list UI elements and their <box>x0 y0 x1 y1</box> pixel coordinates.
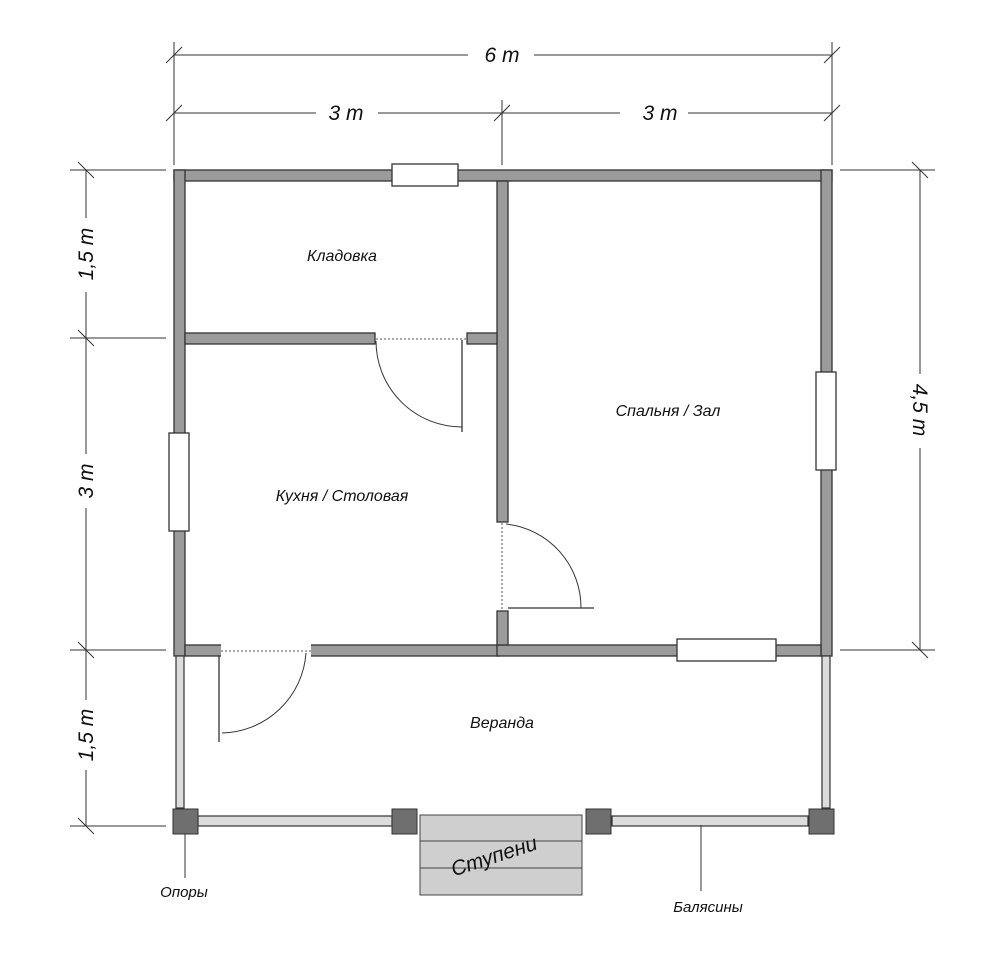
door-storage <box>375 338 466 432</box>
dimension-total-width-label: 6 m <box>484 44 519 67</box>
room-label-kitchen: Кухня / Столовая <box>276 488 409 505</box>
veranda-railing <box>175 655 831 827</box>
dimension-left-half-label: 3 m <box>328 102 363 125</box>
dimension-left-top-label: 1,5 m <box>75 228 98 281</box>
door-opening-bedroom <box>496 523 509 610</box>
window-left <box>168 432 190 532</box>
window-right <box>815 371 837 471</box>
window-top <box>391 163 459 187</box>
room-label-storage: Кладовка <box>307 248 377 265</box>
support-post <box>808 808 835 835</box>
interior-walls <box>184 180 509 646</box>
dimension-right <box>840 161 935 659</box>
dimension-top-halves <box>165 100 841 165</box>
supports-label: Опоры <box>160 884 208 901</box>
support-post <box>585 808 612 835</box>
dimension-right-height-label: 4,5 m <box>908 384 931 437</box>
room-label-bedroom: Спальня / Зал <box>616 403 721 420</box>
door-entry <box>218 650 311 742</box>
dimension-right-half-label: 3 m <box>642 102 677 125</box>
support-post <box>172 808 199 835</box>
door-bedroom <box>501 523 594 610</box>
dimension-left <box>70 161 166 835</box>
dimension-left-bottom-label: 1,5 m <box>75 709 98 762</box>
room-label-veranda: Веранда <box>470 715 534 732</box>
dimension-left-middle-label: 3 m <box>75 463 98 498</box>
dimension-top-total <box>165 42 841 165</box>
support-post <box>391 808 418 835</box>
window-kitchen-bottom <box>676 638 777 662</box>
steps <box>419 814 583 896</box>
balusters-label: Балясины <box>673 899 743 916</box>
